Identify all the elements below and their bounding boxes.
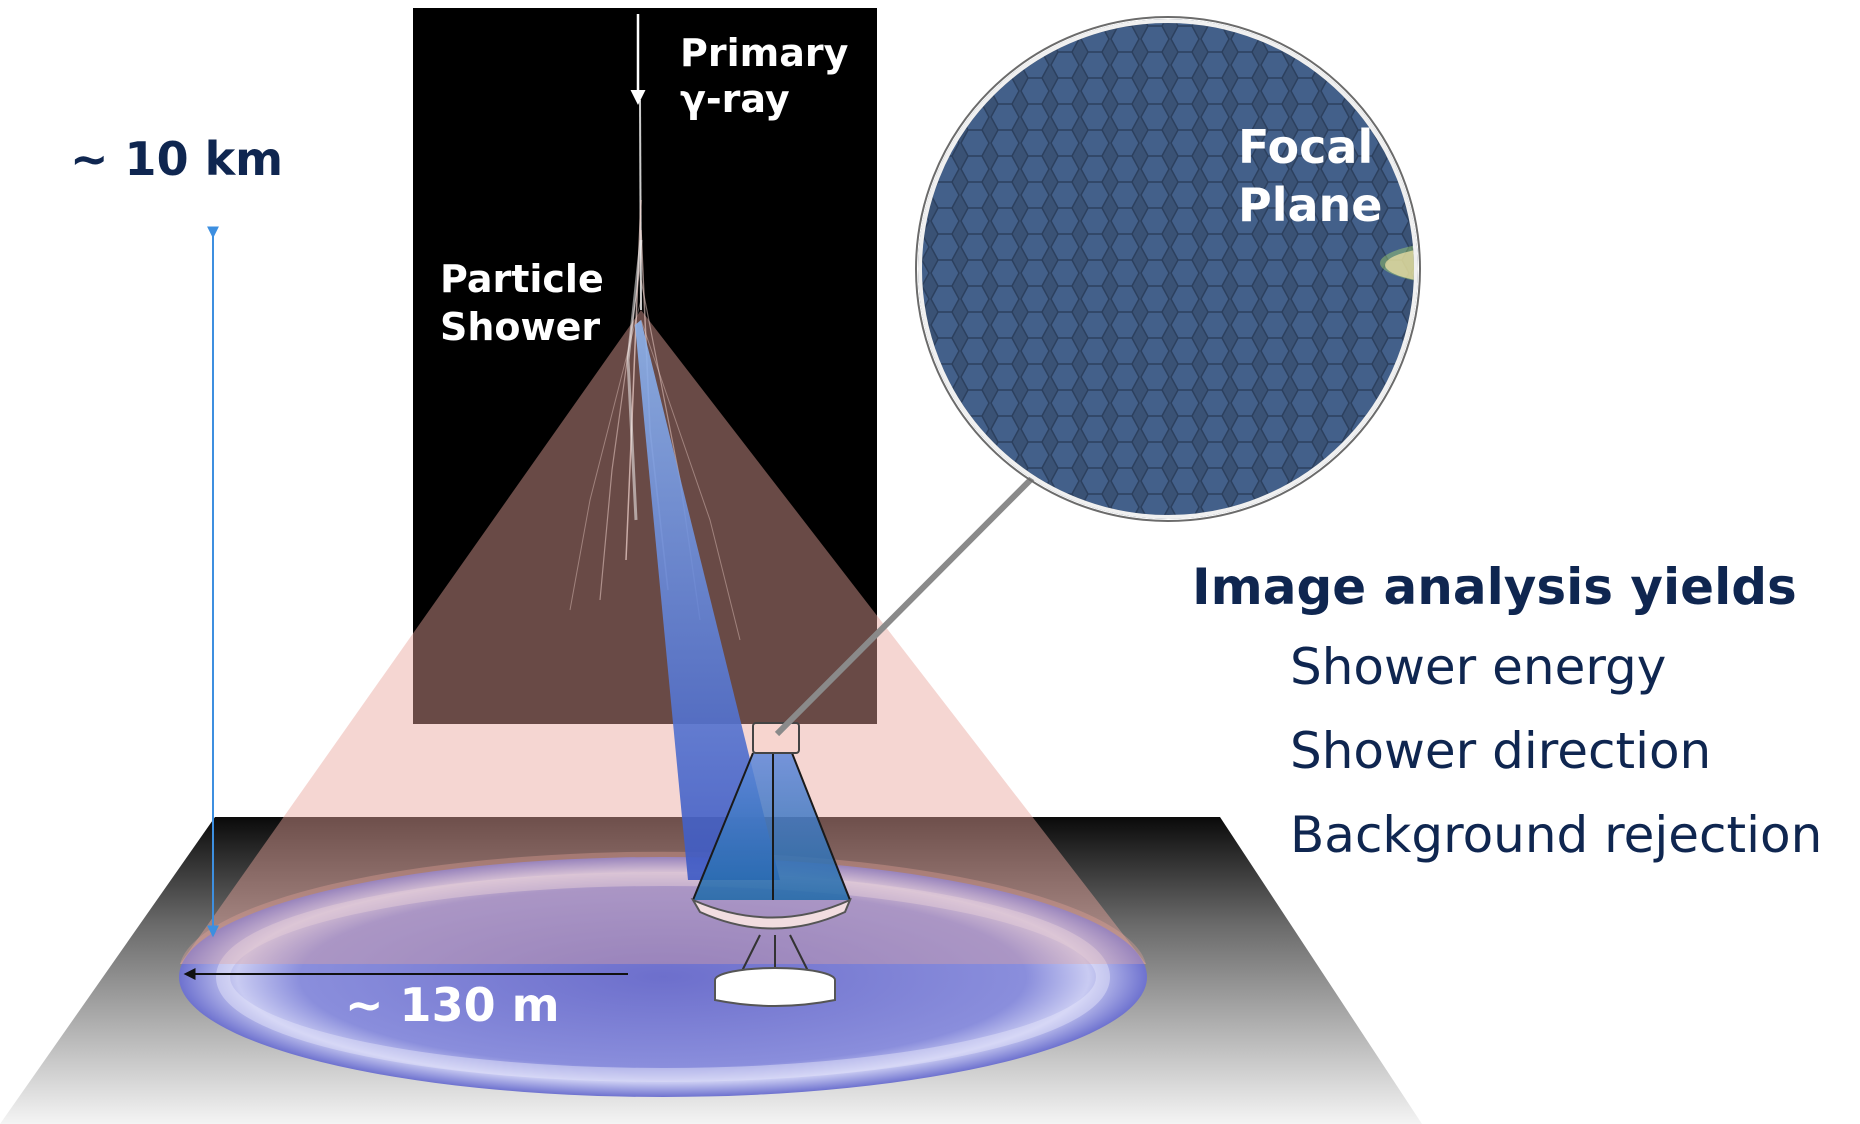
cherenkov-beam <box>635 320 780 880</box>
light-pool <box>179 857 1147 1097</box>
analysis-item-background: Background rejection <box>1290 806 1823 864</box>
focal-plane-label: Focal Plane <box>1238 120 1383 232</box>
telescope <box>690 722 852 1007</box>
analysis-item-direction: Shower direction <box>1290 722 1712 780</box>
analysis-item-energy: Shower energy <box>1290 638 1667 696</box>
cherenkov-cone <box>180 310 1146 964</box>
particle-shower-label: Particle Shower <box>440 257 604 349</box>
radius-label: ~ 130 m <box>345 978 560 1032</box>
primary-gamma-label: Primary γ-ray <box>680 31 849 121</box>
analysis-heading: Image analysis yields <box>1192 558 1797 616</box>
altitude-label: ~ 10 km <box>70 132 284 186</box>
focal-plane-camera <box>915 16 1421 522</box>
light-pool-ring <box>216 872 1110 1082</box>
light-pool-tint <box>180 851 1146 964</box>
